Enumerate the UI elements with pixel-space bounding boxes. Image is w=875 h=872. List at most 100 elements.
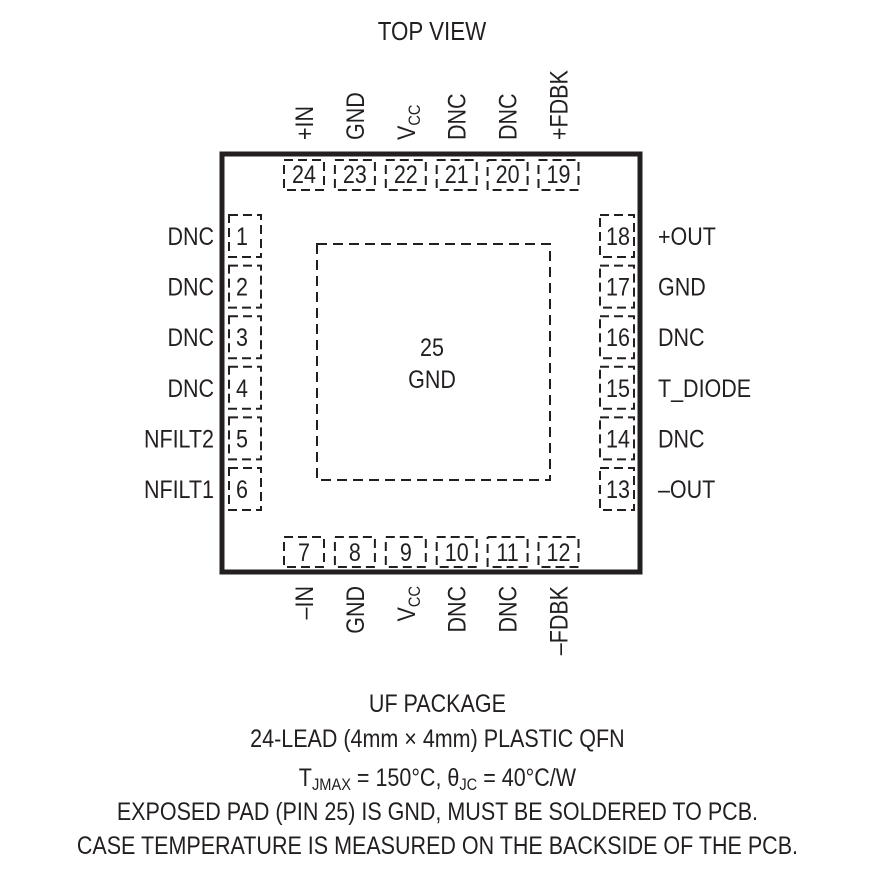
pin-number: 5: [236, 425, 248, 453]
pin-number: 18: [606, 222, 630, 250]
pin-pad-outline: [486, 536, 529, 568]
pinout-diagram: TOP VIEW 25 GND 1DNC2DNC3DNC4DNC5NFILT26…: [144, 17, 751, 656]
pin-7: 7 –IN: [283, 536, 325, 619]
pin-number: 2: [236, 273, 248, 301]
pin-name: DNC: [494, 93, 522, 140]
pin-20: 20 DNC: [486, 93, 529, 191]
pin-name: –OUT: [658, 475, 715, 503]
pin-number: 24: [292, 160, 316, 188]
pin-number: 9: [400, 538, 412, 566]
view-label: TOP VIEW: [378, 17, 487, 46]
pin-name: GND: [341, 586, 369, 634]
pin-number: 21: [445, 160, 469, 188]
pin-pad-outline: [228, 365, 262, 410]
pin-pad-outline: [228, 264, 262, 309]
tjmax-symbol: T: [298, 764, 312, 792]
pin-number: 1: [236, 222, 248, 250]
pin-name: DNC: [167, 324, 214, 352]
pin-pad-outline: [599, 365, 635, 410]
pin-name: DNC: [658, 324, 705, 352]
pin-pad-outline: [333, 159, 376, 191]
pin-number: 14: [606, 425, 630, 453]
pin-number: 20: [496, 160, 520, 188]
pin-number: 6: [236, 475, 248, 503]
theta-symbol: θ: [447, 764, 460, 792]
pin-name: –FDBK: [545, 586, 573, 656]
pin-number: 17: [606, 273, 630, 301]
package-name: UF PACKAGE: [368, 690, 506, 718]
pin-name: GND: [341, 92, 369, 140]
thermal-spec: TJMAX = 150°C, θJC = 40°C/W: [61, 764, 814, 795]
pin-23: 23 GND: [333, 92, 376, 191]
pin-name: DNC: [167, 374, 214, 402]
pin-number: 3: [236, 324, 248, 352]
pin-name: NFILT1: [144, 475, 214, 503]
pin-5: 5 NFILT2: [144, 416, 262, 461]
pin-name: +IN: [290, 106, 318, 140]
pin-number: 12: [547, 538, 571, 566]
pin-pad-outline: [333, 536, 376, 568]
exposed-pad-outline: [316, 243, 551, 481]
pin-1: 1 DNC: [167, 214, 262, 258]
pin-name: DNC: [658, 425, 705, 453]
pin-pad-outline: [599, 416, 635, 461]
pin-6: 6 NFILT1: [144, 467, 262, 511]
pin-name: DNC: [494, 586, 522, 633]
pin-name: DNC: [167, 273, 214, 301]
pin-name-subscript: CC: [406, 105, 424, 126]
pin-number: 15: [606, 374, 630, 402]
pin-name: T_DIODE: [658, 374, 751, 402]
pin-18: 18 +OUT: [599, 214, 716, 258]
pin-name: DNC: [167, 222, 214, 250]
package-description: 24-LEAD (4mm × 4mm) PLASTIC QFN: [250, 725, 625, 753]
pin-17: 17 GND: [599, 264, 706, 309]
pin-name: –IN: [290, 586, 318, 619]
pin-pad-outline: [537, 159, 580, 191]
pin-pad-outline: [537, 536, 580, 568]
pin-4: 4 DNC: [167, 365, 262, 410]
case-temperature-note: CASE TEMPERATURE IS MEASURED ON THE BACK…: [76, 832, 799, 860]
pin-number: 11: [496, 538, 518, 566]
pin-pad-outline: [486, 159, 529, 191]
pin-pad-outline: [599, 315, 635, 360]
pin-24: 24 +IN: [283, 106, 325, 191]
theta-subscript: JC: [459, 775, 478, 794]
pin-3: 3 DNC: [167, 315, 262, 360]
pin-14: 14 DNC: [599, 416, 705, 461]
pin-name: NFILT2: [144, 425, 214, 453]
pin-21: 21 DNC: [435, 93, 478, 191]
pin-number: 22: [394, 160, 418, 188]
pin-19: 19+FDBK: [537, 70, 580, 191]
pin-12: 12 –FDBK: [537, 536, 580, 656]
exposed-pad-number: 25: [420, 333, 444, 361]
pin-pad-outline: [228, 467, 262, 511]
pin-name: +OUT: [658, 222, 716, 250]
pin-pad-outline: [435, 536, 478, 568]
pin-name: DNC: [443, 586, 471, 633]
pin-pad-outline: [384, 159, 427, 191]
pin-pad-outline: [283, 536, 325, 568]
package-body: [219, 151, 643, 575]
theta-value: = 40°C/W: [477, 764, 577, 792]
pin-number: 7: [298, 538, 310, 566]
pin-pad-outline: [599, 264, 635, 309]
pin-number: 8: [349, 538, 361, 566]
pin-name: DNC: [443, 93, 471, 140]
pin-number: 23: [343, 160, 367, 188]
pin-number: 4: [236, 374, 248, 402]
pin-pad-outline: [228, 416, 262, 461]
pin-pad-outline: [599, 467, 635, 511]
pin-name: VCC: [392, 586, 424, 621]
pin-pad-outline: [228, 315, 262, 360]
pin-pad-outline: [384, 536, 427, 568]
tjmax-value: = 150°C,: [350, 764, 448, 792]
pin-pad-outline: [599, 214, 635, 258]
pin-name: GND: [658, 273, 706, 301]
pin-15: 15 T_DIODE: [599, 365, 751, 410]
